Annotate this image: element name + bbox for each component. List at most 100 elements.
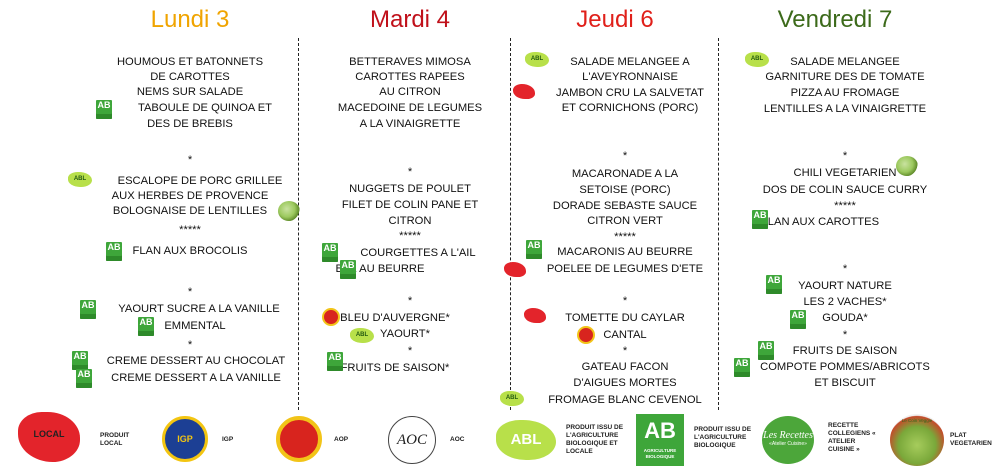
local-icon <box>504 262 526 277</box>
bio-ab-icon: AB <box>734 358 750 377</box>
column-mardi: Mardi 4 BETTERAVES MIMOSA CAROTTES RAPEE… <box>305 0 515 415</box>
menu-line: HOUMOUS ET BATONNETS <box>116 56 264 68</box>
vegetarian-icon <box>896 156 918 176</box>
aoc-icon: AOC <box>388 416 436 464</box>
menu-line: MACARONADE A LA <box>571 168 679 180</box>
menu-line: SALADE MELANGEE A <box>570 56 690 68</box>
bio-local-abl-icon: ABL <box>525 52 549 67</box>
igp-icon: IGP <box>162 416 208 462</box>
menu-line: * <box>407 295 413 307</box>
column-lundi: Lundi 3 HOUMOUS ET BATONNETS DE CAROTTES… <box>85 0 295 415</box>
menu-line: L'AVEYRONNAISE <box>582 71 678 83</box>
menu-line: CREME DESSERT A LA VANILLE <box>111 372 281 384</box>
recettes-icon: Les Recettes «Atelier Cuisine» <box>762 416 814 464</box>
bio-local-abl-icon: ABL <box>745 52 769 67</box>
menu-line: ***** <box>614 231 636 243</box>
menu-line: BOLOGNAISE DE LENTILLES <box>112 205 268 217</box>
menu-line: ET CORNICHONS (PORC) <box>561 102 699 114</box>
menu-line: FLAN AUX BROCOLIS <box>132 245 248 257</box>
menu-line: SALADE MELANGEE <box>790 56 900 68</box>
menu-line: DORADE SEBASTE SAUCE <box>552 200 698 212</box>
menu-line: NUGGETS DE POULET <box>349 183 471 195</box>
menu-line: ***** <box>179 224 201 236</box>
menu-line: CAROTTES RAPEES <box>355 71 465 83</box>
bio-ab-icon: AB <box>96 100 112 119</box>
menu-line: TABOULE DE QUINOA ET <box>137 102 273 114</box>
menu-line: * <box>842 329 848 341</box>
bio-local-abl-icon: ABL <box>350 328 374 343</box>
aop-icon <box>322 308 340 326</box>
bio-ab-icon: AB <box>766 275 782 294</box>
menu-line: FRUITS DE SAISON <box>792 345 898 357</box>
menu-line: GOUDA* <box>822 312 868 324</box>
menu-line: * <box>187 286 193 298</box>
menu-line: SETOISE (PORC) <box>579 184 671 196</box>
menu-line: * <box>407 166 413 178</box>
menu-line: LES 2 VACHES* <box>803 296 887 308</box>
menu-line: CITRON VERT <box>587 215 663 227</box>
aop-icon <box>577 326 595 344</box>
menu-line: CHILI VEGETARIEN <box>793 167 897 179</box>
menu-line: YAOURT NATURE <box>798 280 892 292</box>
menu-line: LENTILLES A LA VINAIGRETTE <box>763 103 927 115</box>
bio-ab-icon: AB <box>340 260 356 279</box>
menu-line: FILET DE COLIN PANE ET <box>341 199 479 211</box>
menu-line: JAMBON CRU LA SALVETAT <box>556 87 704 99</box>
bio-ab-icon: AB <box>106 242 122 261</box>
menu-line: A LA VINAIGRETTE <box>359 118 461 130</box>
legend-label: IGP <box>222 436 234 443</box>
bio-ab-icon: AB <box>322 243 338 262</box>
local-icon: LOCAL <box>18 412 80 462</box>
menu-line: TOMETTE DU CAYLAR <box>565 312 685 324</box>
bio-ab-icon: AB <box>758 341 774 360</box>
menu-line: * <box>407 345 413 357</box>
bio-local-abl-icon: ABL <box>500 391 524 406</box>
menu-line: AU CITRON <box>379 86 441 98</box>
menu-line: PIZZA AU FROMAGE <box>790 87 900 99</box>
bio-ab-icon: AB <box>76 369 92 388</box>
abl-icon: ABL <box>496 420 556 460</box>
menu-line: AUX HERBES DE PROVENCE <box>111 190 269 202</box>
vegetarian-icon <box>278 201 300 221</box>
menu-line: BETTERAVES MIMOSA <box>349 56 471 68</box>
aop-icon <box>276 416 322 462</box>
menu-line: DES DE BREBIS <box>147 118 233 130</box>
day-title: Vendredi 7 <box>777 6 893 33</box>
menu-line: YAOURT SUCRE A LA VANILLE <box>118 303 280 315</box>
day-title: Lundi 3 <box>150 6 230 33</box>
menu-line: ET BISCUIT <box>814 377 876 389</box>
column-vendredi: Vendredi 7 SALADE MELANGEE GARNITURE DES… <box>725 0 945 415</box>
menu-line: * <box>187 339 193 351</box>
legend-label: AOP <box>334 436 349 443</box>
menu-line: * <box>842 150 848 162</box>
bio-ab-icon: AB <box>80 300 96 319</box>
bio-ab-icon: AB <box>790 310 806 329</box>
bio-ab-icon: AB <box>72 351 88 370</box>
menu-line: DOS DE COLIN SAUCE CURRY <box>762 184 928 196</box>
menu-line: ***** <box>834 200 856 212</box>
menu-line: POELEE DE LEGUMES D'ETE <box>546 263 704 275</box>
menu-line: D'AIGUES MORTES <box>573 377 677 389</box>
menu-line: COMPOTE POMMES/ABRICOTS <box>760 361 930 373</box>
vegetarian-icon: Le Coin Veggie <box>890 414 944 466</box>
bio-local-abl-icon: ABL <box>68 172 92 187</box>
menu-line: GARNITURE DES DE TOMATE <box>765 71 925 83</box>
menu-line: * <box>842 263 848 275</box>
menu-line: CITRON <box>388 215 432 227</box>
column-jeudi: Jeudi 6 SALADE MELANGEE A L'AVEYRONNAISE… <box>515 0 715 415</box>
menu-line: DE CAROTTES <box>150 71 230 83</box>
column-separator <box>718 38 719 410</box>
menu-line: GATEAU FACON <box>581 361 669 373</box>
menu-line: CANTAL <box>603 329 647 341</box>
day-title: Mardi 4 <box>369 6 451 33</box>
menu-line: * <box>622 295 628 307</box>
menu-line: BLEU D'AUVERGNE* <box>340 312 450 324</box>
menu-line: EMMENTAL <box>164 320 226 332</box>
menu-line: * <box>622 150 628 162</box>
bio-ab-icon: AB <box>327 352 343 371</box>
menu-line: MACARONIS AU BEURRE <box>557 246 693 258</box>
menu-line: BLE AU BEURRE <box>335 263 425 275</box>
